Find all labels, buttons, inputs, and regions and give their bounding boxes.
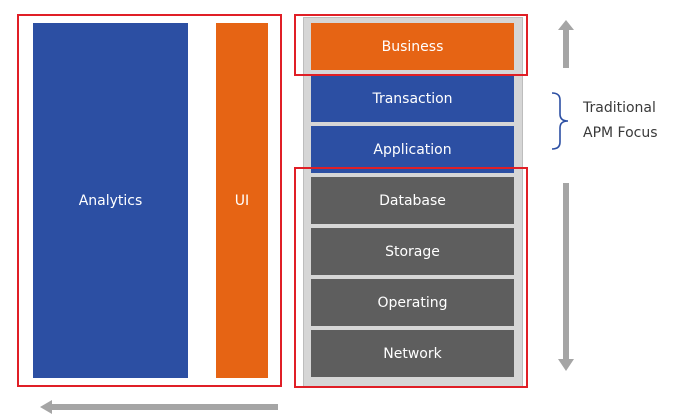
analytics-label: Analytics: [78, 192, 143, 209]
arrow-left-icon: [40, 400, 278, 414]
apm-focus-line2: APM Focus: [583, 125, 658, 141]
layer-application-label: Application: [373, 141, 452, 158]
layer-storage-label: Storage: [385, 243, 440, 260]
layer-operating-label: Operating: [377, 294, 448, 311]
apm-focus-line1: Traditional: [583, 100, 656, 116]
ui-block: UI: [216, 23, 268, 378]
layer-database: Database: [311, 177, 514, 224]
infrastructure-frame: [294, 167, 528, 388]
layer-application: Application: [311, 126, 514, 173]
layer-network: Network: [311, 330, 514, 377]
arrow-up-icon: [558, 20, 574, 68]
left-group-frame: [17, 14, 282, 387]
layer-operating: Operating: [311, 279, 514, 326]
layer-transaction-label: Transaction: [372, 90, 453, 107]
layer-business: Business: [311, 23, 514, 70]
layer-business-label: Business: [381, 38, 444, 55]
brace-icon: [551, 92, 569, 150]
analytics-block: Analytics: [33, 23, 188, 378]
arrow-down-icon: [558, 183, 574, 371]
layer-transaction: Transaction: [311, 75, 514, 122]
layer-storage: Storage: [311, 228, 514, 275]
layer-network-label: Network: [383, 345, 442, 362]
ui-label: UI: [234, 192, 250, 209]
business-frame: [294, 14, 528, 76]
layer-database-label: Database: [379, 192, 446, 209]
